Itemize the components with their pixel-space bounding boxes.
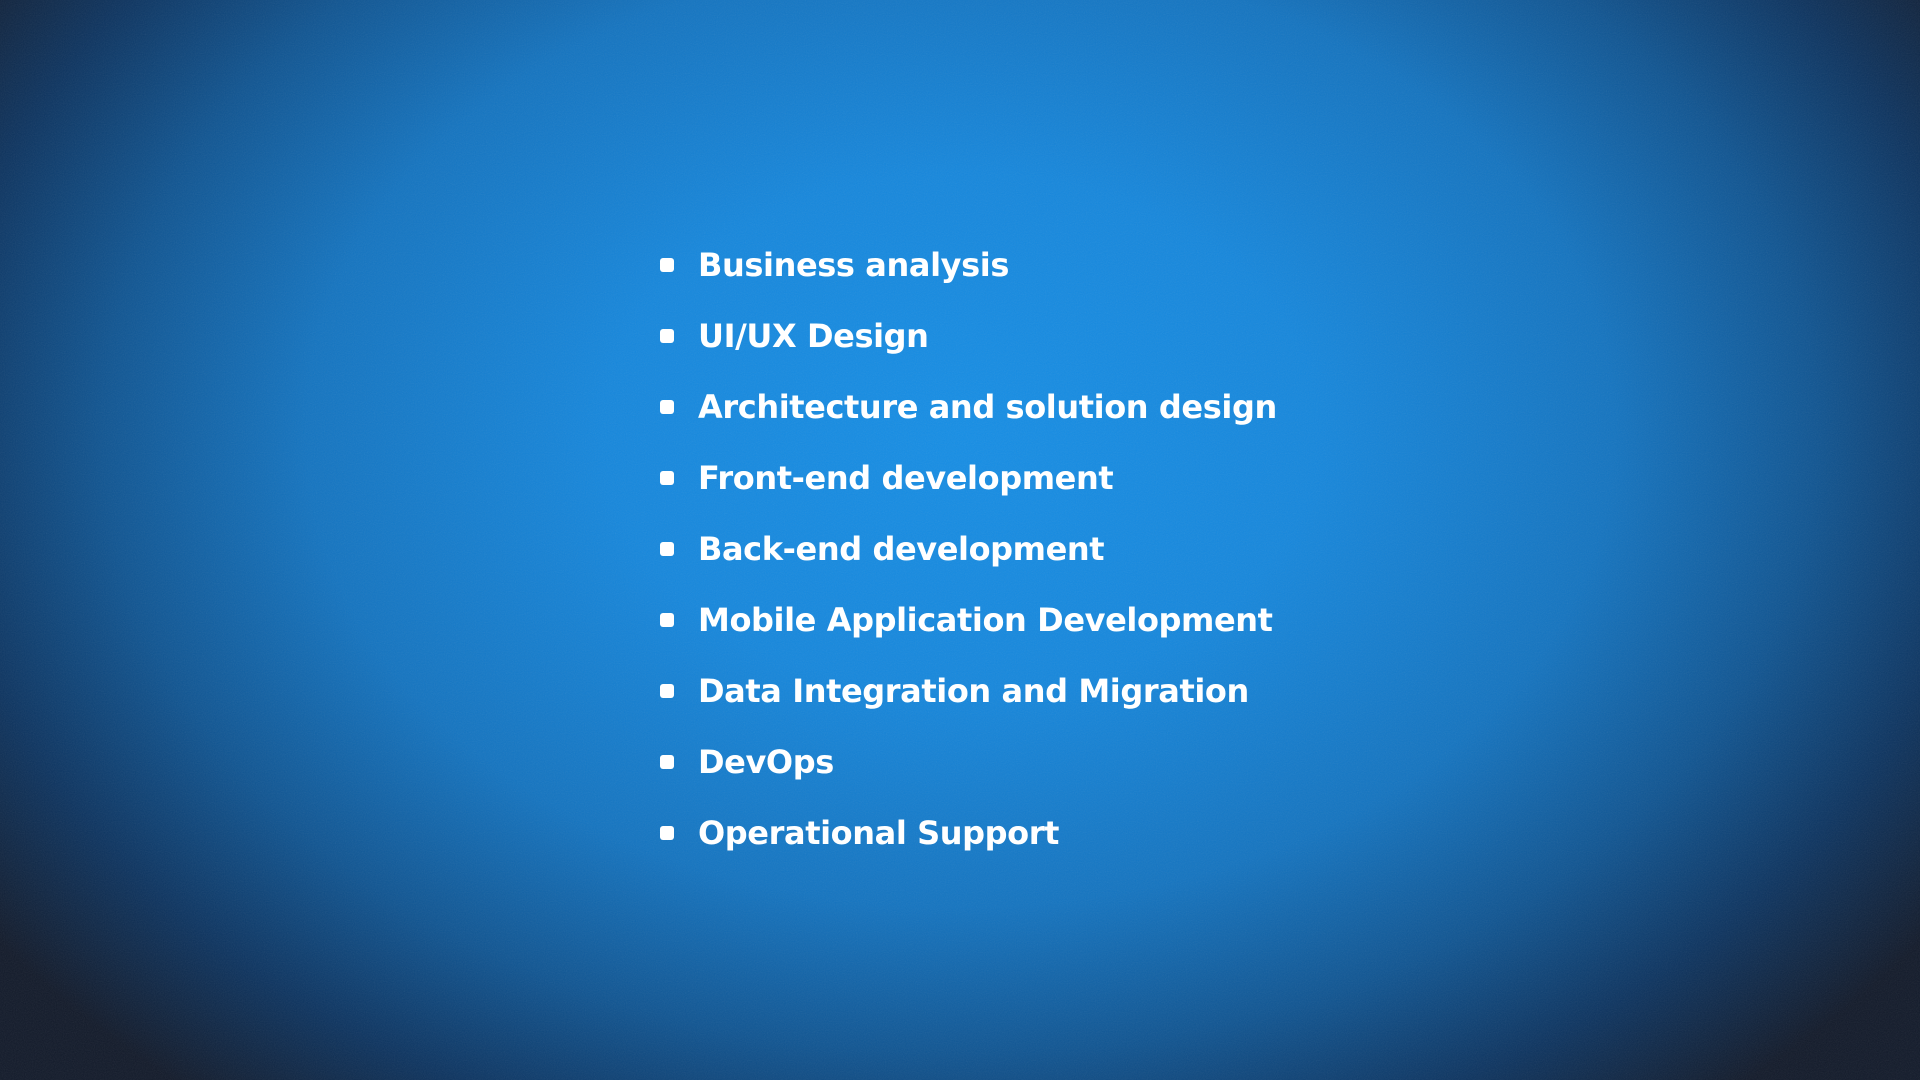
list-item: Operational Support [660,797,1277,868]
service-label: Business analysis [698,245,1009,284]
bullet-square-icon [660,399,674,414]
bullet-square-icon [660,257,674,272]
service-label: Mobile Application Development [698,600,1273,639]
bullet-square-icon [660,612,674,627]
service-label: Back-end development [698,529,1105,568]
bullet-square-icon [660,754,674,769]
list-item: Back-end development [660,513,1277,584]
list-item: Business analysis [660,229,1277,300]
services-list: Business analysis UI/UX Design Architect… [660,229,1277,868]
service-label: UI/UX Design [698,316,929,355]
list-item: Architecture and solution design [660,371,1277,442]
service-label: Data Integration and Migration [698,671,1249,710]
list-item: Data Integration and Migration [660,655,1277,726]
list-item: Front-end development [660,442,1277,513]
service-label: DevOps [698,742,834,781]
list-item: Mobile Application Development [660,584,1277,655]
service-label: Operational Support [698,813,1060,852]
bullet-square-icon [660,470,674,485]
bullet-square-icon [660,328,674,343]
list-item: UI/UX Design [660,300,1277,371]
bullet-square-icon [660,541,674,556]
bullet-square-icon [660,683,674,698]
bullet-square-icon [660,825,674,840]
list-item: DevOps [660,726,1277,797]
service-label: Architecture and solution design [698,387,1277,426]
service-label: Front-end development [698,458,1114,497]
